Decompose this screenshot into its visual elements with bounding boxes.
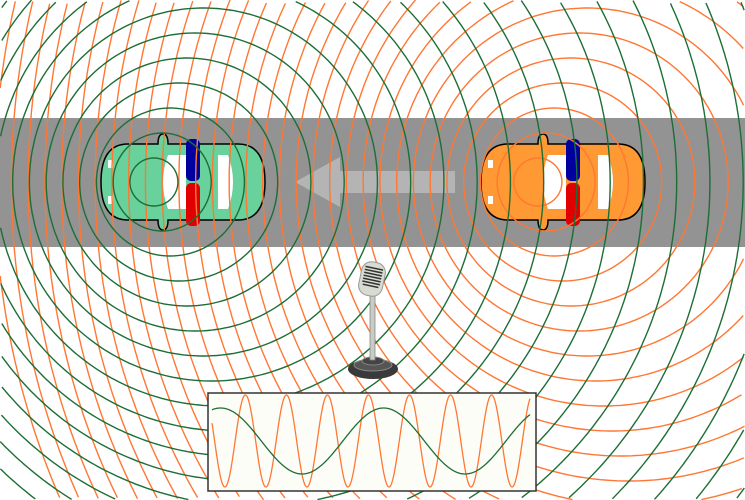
orange-wavefront <box>94 0 179 499</box>
green-wavefront <box>568 3 711 499</box>
siren-blue <box>186 139 200 181</box>
green-wavefront <box>28 7 379 357</box>
green-wavefront <box>62 57 312 307</box>
orange-wavefront <box>513 157 563 207</box>
orange-wavefront <box>44 3 119 499</box>
green-wavefront <box>12 0 412 382</box>
green-wavefront <box>112 132 212 232</box>
green-waveform <box>211 407 531 475</box>
orange-wavefront <box>463 82 663 282</box>
orange-wavefront <box>345 0 745 457</box>
orange-wavefront <box>496 132 596 232</box>
green-wavefront <box>129 157 179 207</box>
orange-wavefront <box>61 1 139 500</box>
orange-wavefront <box>127 2 220 499</box>
orange-wavefront <box>429 32 729 332</box>
green-wavefront <box>736 487 745 499</box>
orange-wavefront <box>77 1 158 499</box>
waveform-display <box>207 392 537 492</box>
orange-wavefront <box>446 57 696 307</box>
direction-arrow <box>295 157 455 207</box>
orange-wavefront <box>362 1 742 432</box>
green-wavefront <box>45 32 345 332</box>
green-wavefront <box>95 107 246 257</box>
orange-waveform <box>211 394 531 488</box>
microphone-icon[interactable] <box>348 260 398 379</box>
green-wavefront <box>79 82 279 282</box>
orange-wavefront <box>27 3 99 499</box>
orange-wavefront <box>412 7 745 357</box>
orange-wavefront <box>479 107 630 257</box>
green-wavefront <box>653 2 745 500</box>
green-wavefront <box>695 429 745 500</box>
green-wavefront <box>0 0 678 500</box>
green-wavefront <box>611 2 744 500</box>
orange-wavefront <box>0 1 61 498</box>
